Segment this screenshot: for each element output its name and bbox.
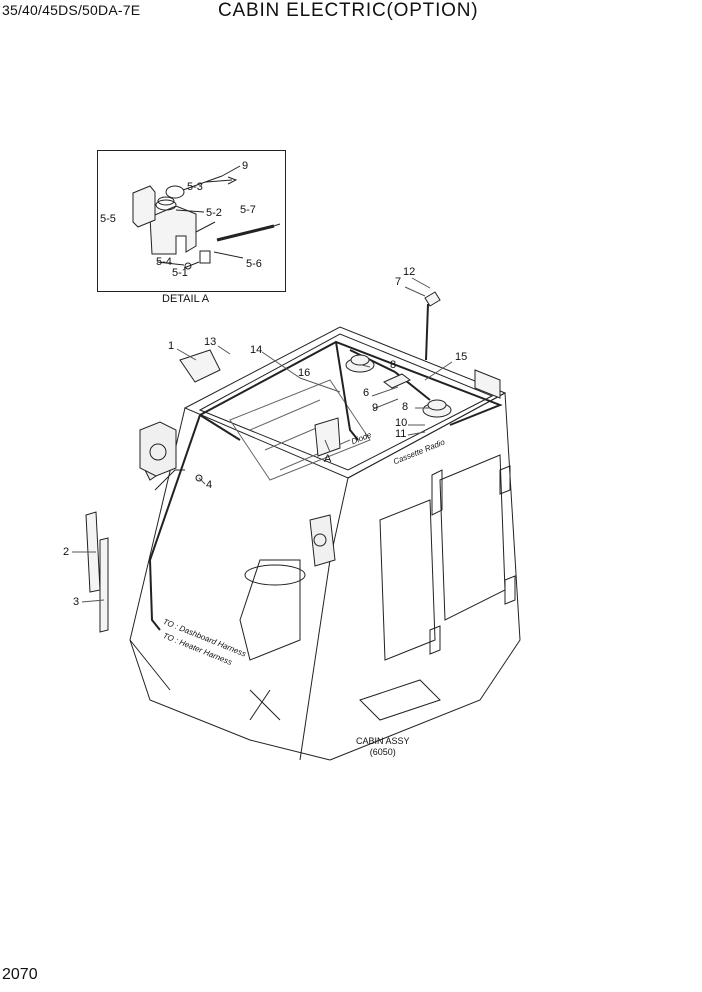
callout-8-upper: 8: [390, 359, 397, 371]
model-number: 35/40/45DS/50DA-7E: [2, 2, 141, 18]
callout-9-detail: 9: [242, 160, 249, 172]
callout-5-6: 5-6: [246, 258, 262, 270]
detail-a-frame: [97, 150, 286, 292]
callout-1: 1: [168, 340, 175, 352]
leader-lines: [72, 277, 453, 603]
cabin-assy-name: CABIN ASSY: [356, 736, 410, 746]
cabin-assy-code: (6050): [369, 747, 396, 757]
wire-harness: [148, 340, 503, 631]
callout-5-2: 5-2: [206, 207, 222, 219]
detail-a-caption: DETAIL A: [162, 293, 210, 305]
callout-10: 10: [395, 417, 408, 429]
callout-11: 11: [395, 428, 407, 440]
callout-5-3: 5-3: [187, 181, 203, 193]
callout-2: 2: [63, 546, 70, 558]
callout-5-7: 5-7: [240, 204, 256, 216]
callout-8-lower: 8: [402, 401, 409, 413]
callout-3: 3: [73, 596, 80, 608]
callout-14: 14: [250, 344, 263, 356]
callout-12: 12: [403, 266, 416, 278]
callout-5-5: 5-5: [100, 213, 116, 225]
callout-4: 4: [206, 479, 213, 491]
callout-A: A: [324, 453, 332, 465]
callout-6: 6: [363, 387, 370, 399]
callout-9-cabin: 9: [372, 402, 379, 414]
callout-13: 13: [204, 336, 217, 348]
callout-5-4: 5-4: [156, 256, 172, 268]
callout-15: 15: [455, 351, 468, 363]
cabin-frame: [129, 326, 521, 761]
callout-16: 16: [298, 367, 311, 379]
page-number: 2070: [2, 966, 38, 983]
page-title: CABIN ELECTRIC(OPTION): [218, 0, 479, 21]
cabin-assy-label: CABIN ASSY (6050): [356, 736, 410, 758]
washer-tank: [132, 165, 281, 270]
callout-5-1: 5-1: [172, 267, 188, 279]
callout-7: 7: [395, 276, 402, 288]
